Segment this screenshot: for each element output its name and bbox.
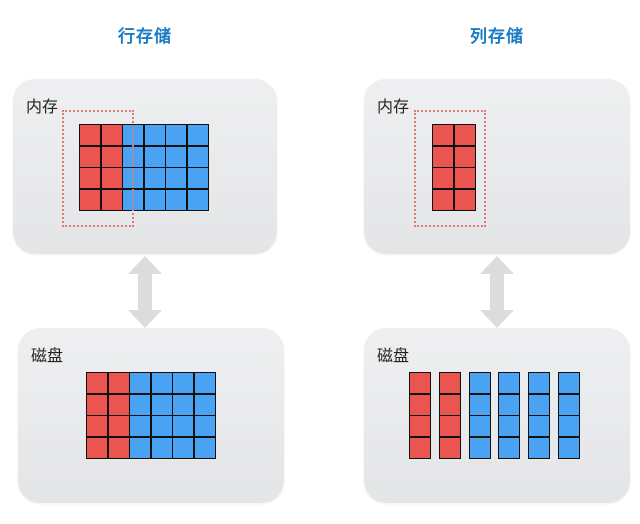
disk-column-6 [558,372,580,459]
data-cell [433,125,453,145]
column-store-title: 列存储 [470,27,524,47]
column-store-memory-grid [432,124,476,211]
disk-label: 磁盘 [31,346,64,365]
data-cell [559,373,579,393]
data-cell [499,416,520,436]
row-store-disk-grid [86,372,216,459]
data-cell [144,189,165,210]
data-cell [469,394,490,415]
data-cell [130,416,150,436]
data-cell [80,189,100,210]
disk-column-5 [528,372,551,459]
data-cell [144,146,165,167]
data-cell [433,189,453,210]
disk-column-2 [438,372,461,459]
data-cell [151,437,172,458]
data-cell [499,394,520,415]
disk-column-1 [409,372,431,459]
disk-label: 磁盘 [377,346,410,365]
data-cell [151,416,172,436]
data-cell [439,416,460,436]
data-cell [87,416,107,436]
data-cell [410,373,430,393]
data-cell [499,373,520,393]
data-cell [101,125,122,145]
column-store-transfer-arrow-icon [480,256,514,328]
data-cell [439,394,460,415]
data-cell [529,373,550,393]
memory-label: 内存 [377,97,410,116]
data-cell [529,437,550,458]
data-cell [559,394,579,415]
data-cell [194,373,215,393]
data-cell [410,416,430,436]
data-cell [410,394,430,415]
data-cell [529,394,550,415]
data-cell [108,416,129,436]
data-cell [194,416,215,436]
data-cell [101,146,122,167]
data-cell [173,394,193,415]
data-cell [144,125,165,145]
data-cell [439,437,460,458]
data-cell [187,146,208,167]
data-cell [151,394,172,415]
data-cell [166,146,186,167]
data-cell [87,394,107,415]
column-store-memory-selection [414,110,486,227]
data-cell [433,168,453,188]
row-store-title: 行存储 [118,27,172,47]
data-cell [529,416,550,436]
data-cell [87,373,107,393]
data-cell [410,437,430,458]
data-cell [173,416,193,436]
data-cell [108,373,129,393]
data-cell [469,373,490,393]
data-cell [187,189,208,210]
data-cell [173,437,193,458]
data-cell [439,373,460,393]
data-cell [166,125,186,145]
data-cell [80,168,100,188]
data-cell [433,146,453,167]
disk-column-4 [498,372,521,459]
data-cell [151,373,172,393]
column-store-disk-panel: 磁盘 [364,328,630,503]
row-store-memory-selection [62,110,134,227]
data-cell [559,416,579,436]
data-cell [166,168,186,188]
data-cell [130,437,150,458]
data-cell [187,168,208,188]
data-cell [80,125,100,145]
data-cell [194,437,215,458]
data-cell [454,125,475,145]
data-cell [108,437,129,458]
data-cell [166,189,186,210]
data-cell [469,437,490,458]
data-cell [130,373,150,393]
memory-label: 内存 [26,97,59,116]
data-cell [499,437,520,458]
data-cell [469,416,490,436]
row-store-transfer-arrow-icon [128,256,162,328]
disk-column-3 [468,372,491,459]
data-cell [559,437,579,458]
data-cell [187,125,208,145]
data-cell [454,168,475,188]
column-store-memory-panel: 内存 [364,79,630,254]
data-cell [80,146,100,167]
data-cell [108,394,129,415]
data-cell [454,146,475,167]
data-cell [101,189,122,210]
data-cell [130,394,150,415]
data-cell [454,189,475,210]
data-cell [87,437,107,458]
data-cell [173,373,193,393]
data-cell [101,168,122,188]
data-cell [194,394,215,415]
data-cell [144,168,165,188]
